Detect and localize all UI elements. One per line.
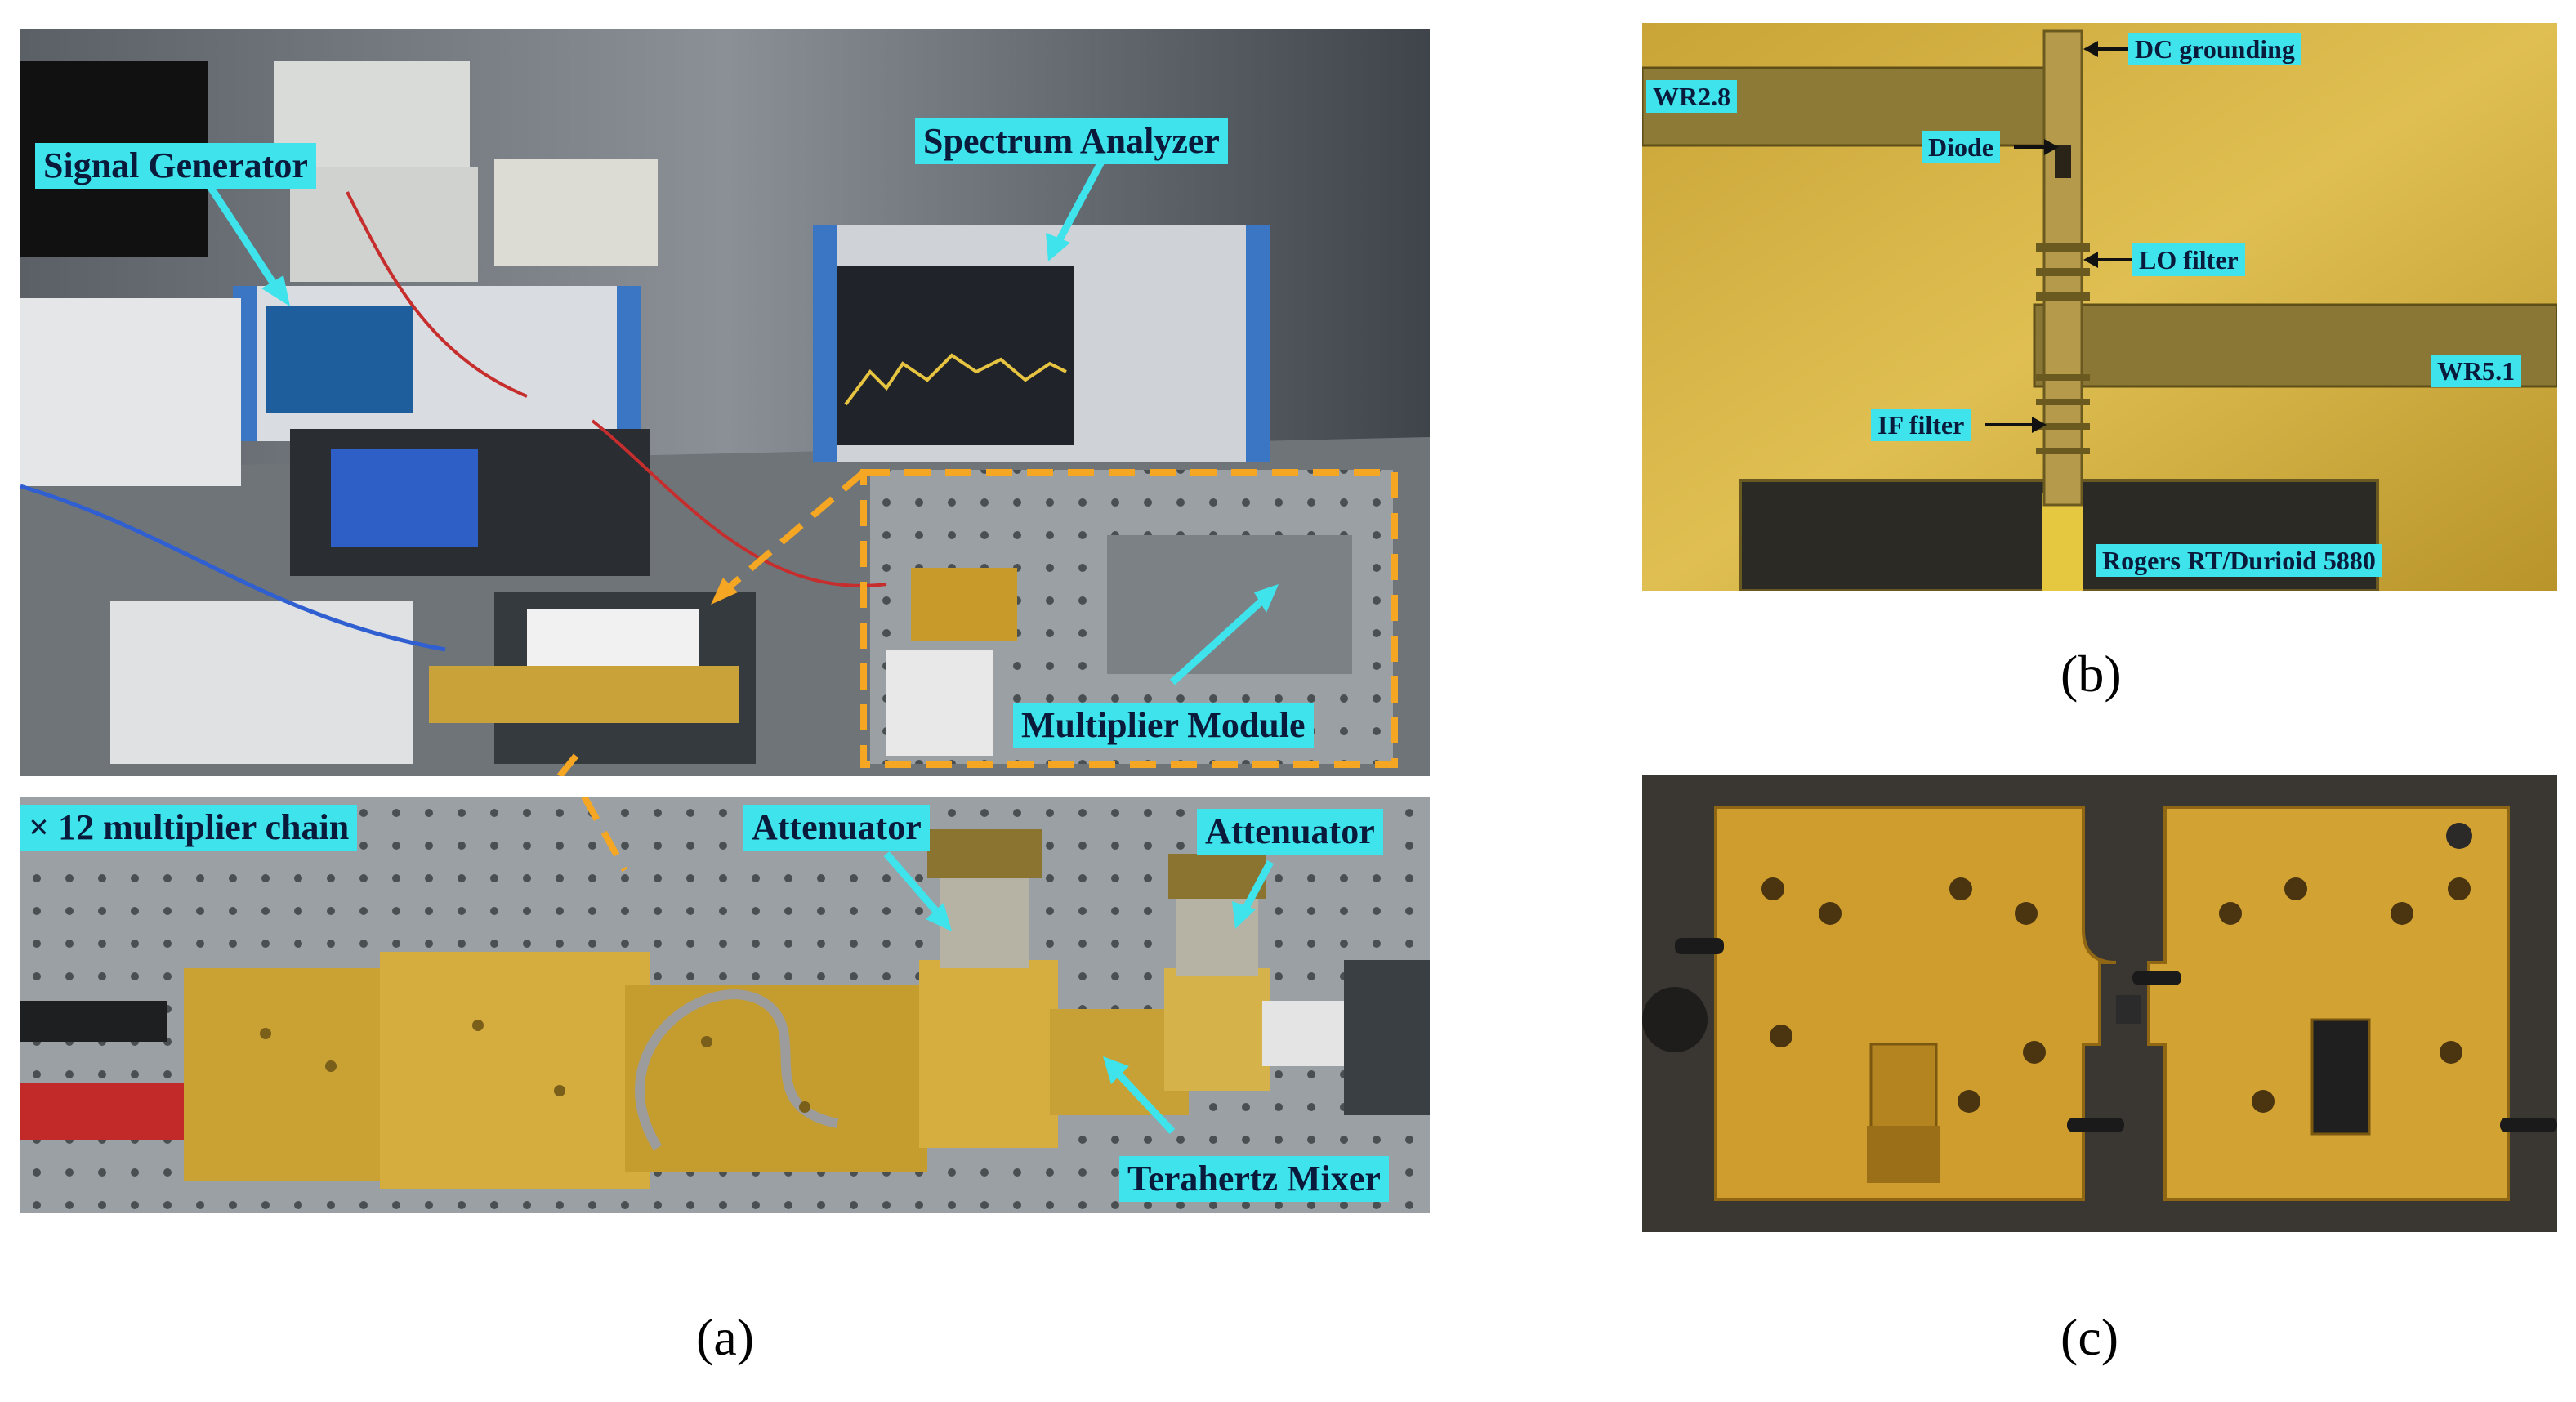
diode-label: Diode [1922, 131, 2000, 163]
caption-a: (a) [696, 1308, 755, 1366]
multiplier-chain-photo: × 12 multiplier chain Attenuator Attenua… [20, 797, 1430, 1213]
terahertz-mixer-arrow [1112, 1067, 1176, 1135]
multiplier-module-label: Multiplier Module [1013, 703, 1314, 748]
split-block-illustration [1642, 775, 2557, 1232]
spectrum-analyzer-label: Spectrum Analyzer [915, 118, 1228, 164]
wr51-label: WR5.1 [2431, 355, 2522, 387]
caption-b: (b) [2060, 645, 2122, 703]
lo-filter-label: LO filter [2132, 243, 2245, 276]
wr28-label: WR2.8 [1646, 80, 1738, 113]
lab-bench-photo: Signal Generator Spectrum Analyzer Multi… [20, 29, 1430, 776]
attenuator-2-label: Attenuator [1197, 809, 1383, 855]
terahertz-mixer-label: Terahertz Mixer [1119, 1156, 1389, 1202]
multiplier-module-dashed-box [860, 469, 1398, 768]
multiplier-chain-illustration [20, 797, 1430, 1213]
caption-c: (c) [2060, 1308, 2119, 1366]
multiplier-module-arrow [1169, 597, 1266, 685]
attenuator-2-arrow [1241, 860, 1274, 913]
multiplier-chain-label: × 12 multiplier chain [20, 805, 358, 851]
signal-generator-arrow [205, 181, 281, 292]
attenuator-1-label: Attenuator [743, 805, 930, 851]
split-block-photo [1642, 775, 2557, 1232]
if-filter-label: IF filter [1871, 409, 1971, 441]
dc-grounding-label: DC grounding [2128, 33, 2301, 65]
circuit-micrograph: DC grounding WR2.8 Diode LO filter WR5.1… [1642, 23, 2557, 591]
signal-generator-label: Signal Generator [35, 143, 316, 189]
circuit-micrograph-illustration [1642, 23, 2557, 591]
spectrum-analyzer-arrow [1055, 149, 1110, 245]
substrate-label: Rogers RT/Durioid 5880 [2096, 544, 2382, 577]
attenuator-1-arrow [883, 851, 943, 918]
